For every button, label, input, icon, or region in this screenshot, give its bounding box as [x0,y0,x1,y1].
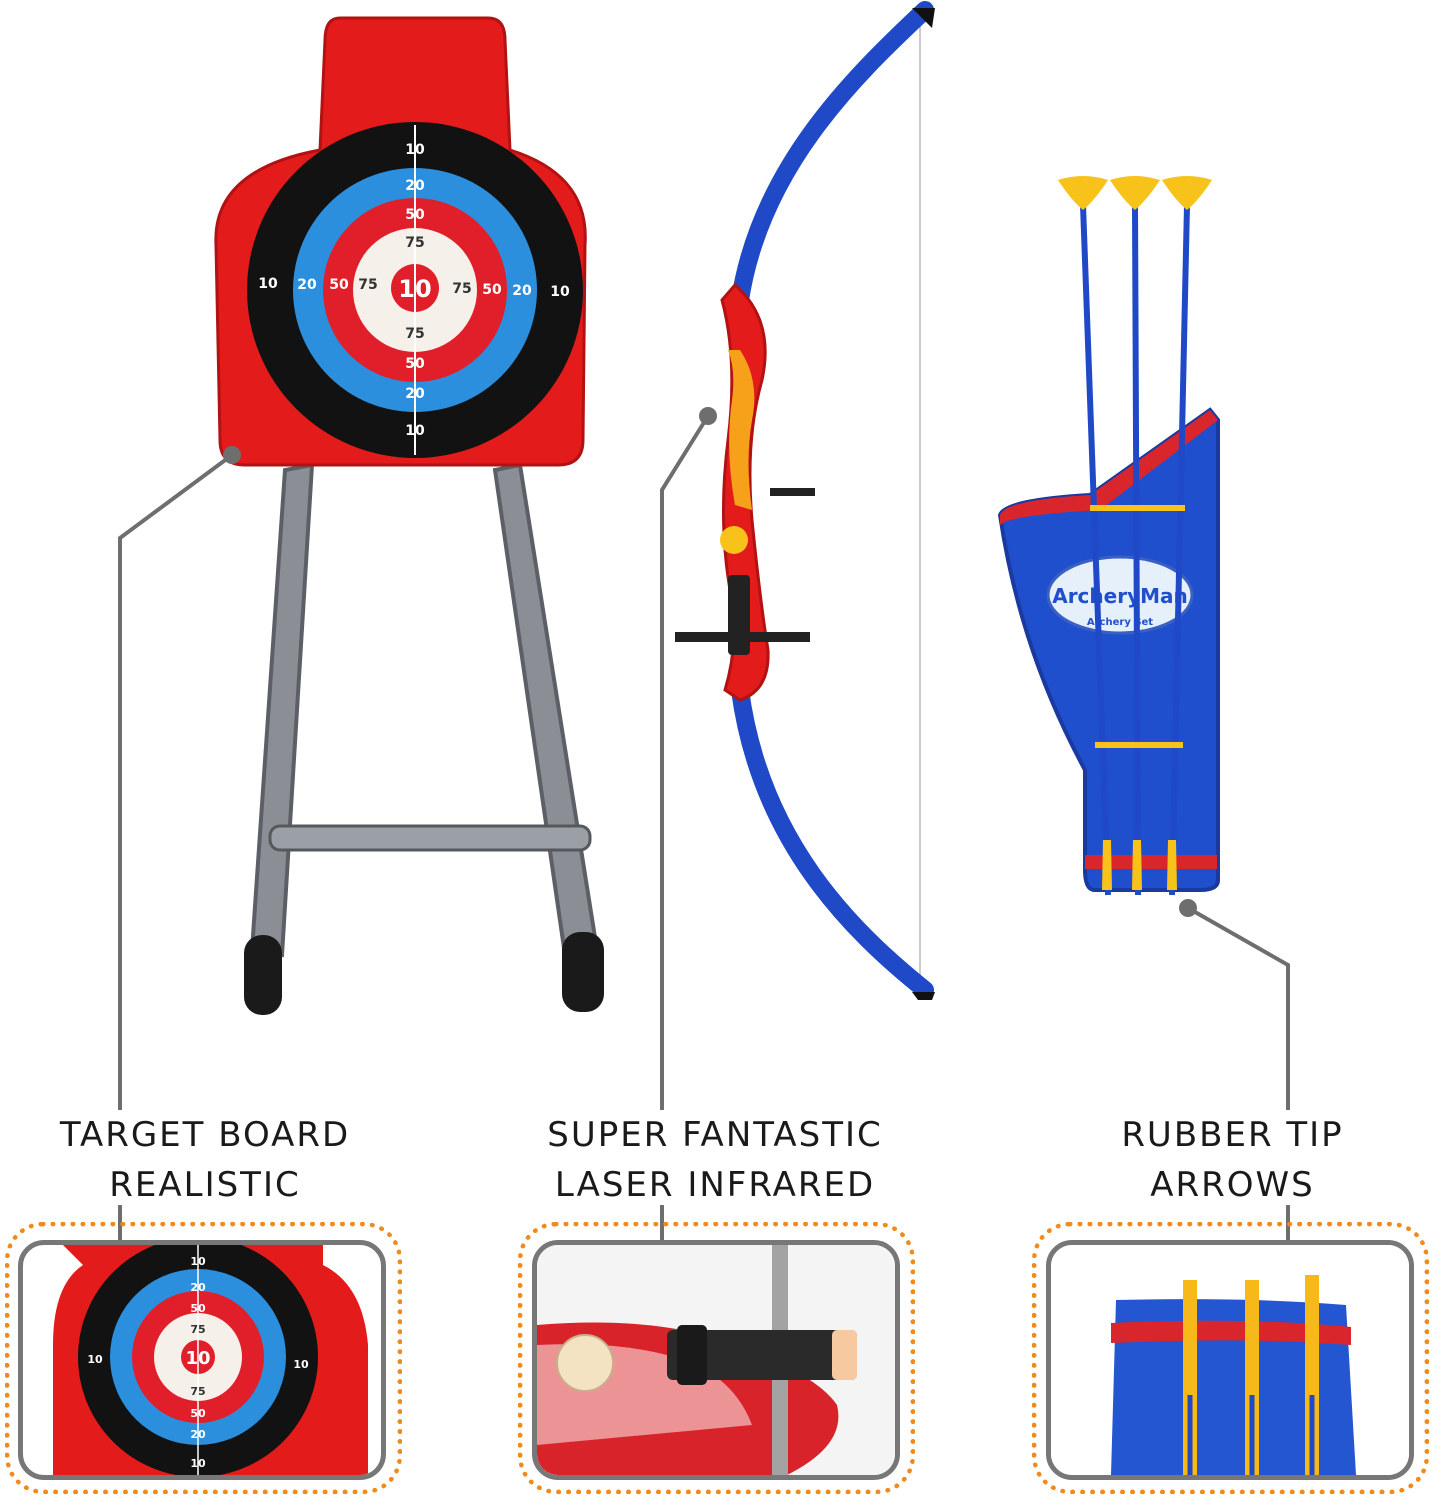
quiver-logo-title: ArcheryMan [1052,584,1188,608]
arrows-closeup-icon [1051,1245,1409,1475]
callout-dot [699,407,717,425]
score-label: 50 [405,356,425,372]
bow-icon [675,1,935,1000]
score-label: 10 [405,423,425,439]
arrow-icon [1162,176,1212,896]
callout-dot [223,446,241,464]
score-center: 10 [398,275,431,303]
target-stand-right-leg [492,462,600,958]
feature-caption-line: TARGET BOARD [59,1115,351,1155]
bow-laser-module [728,575,750,655]
score-label: 50 [190,1302,206,1315]
feature-caption-line: SUPER FANTASTIC [547,1115,883,1155]
score-label: 20 [512,283,532,299]
callout-lines [118,414,1290,1110]
score-label: 20 [190,1428,206,1441]
feature-caption-line: ARROWS [1150,1165,1315,1205]
score-label: 50 [190,1407,206,1420]
bow-knob [720,526,748,554]
bow-sight [770,488,815,496]
feature-caption-line: REALISTIC [109,1165,301,1205]
feature-caption-line: LASER INFRARED [554,1165,876,1205]
target-stand-crossbar [268,824,592,852]
quiver-logo-badge [1046,555,1194,635]
score-label: 50 [482,282,502,298]
score-label: 10 [190,1457,206,1470]
score-label: 10 [258,276,278,292]
target-stand-left-leg [249,462,315,958]
bow-lower-limb [731,681,934,999]
score-label: 50 [329,277,349,293]
callout-dot [1179,899,1197,917]
detail-frame-bow [518,1222,915,1494]
score-label: 75 [190,1323,205,1336]
score-label: 10 [405,142,425,158]
target-closeup-icon: 10 10 10 10 20 20 50 50 75 75 10 [53,1245,368,1475]
score-label: 75 [452,281,471,297]
product-illustration: 10 10 10 10 20 20 20 20 50 50 50 50 75 7… [118,1,1290,1110]
feature-caption-line: RUBBER TIP [1121,1115,1344,1155]
score-label: 50 [405,207,425,223]
target-stand-foot-left [244,935,282,1015]
target-board-icon: 10 10 10 10 20 20 20 20 50 50 50 50 75 7… [214,16,604,1015]
score-label: 10 [550,284,570,300]
target-stand-foot-right [562,932,604,1012]
score-label: 10 [87,1353,103,1366]
score-label: 20 [405,178,425,194]
laser-closeup-icon [537,1245,895,1475]
feature-caption-bow: SUPER FANTASTIC LASER INFRARED [510,1110,920,1210]
detail-view-target: 10 10 10 10 20 20 50 50 75 75 10 [18,1240,386,1480]
bow-upper-limb [731,1,934,309]
score-label: 75 [358,277,377,293]
quiver-icon: ArcheryMan Archery Set [997,176,1220,896]
score-label: 75 [190,1385,205,1398]
detail-frame-arrows [1032,1222,1429,1494]
score-label: 75 [405,235,424,251]
bow-grip [728,350,755,510]
score-label: 10 [190,1255,206,1268]
score-label: 10 [293,1358,309,1371]
quiver-logo-subtitle: Archery Set [1087,617,1153,628]
score-label: 20 [190,1281,206,1294]
arrow-icon [1058,176,1112,896]
score-center: 10 [185,1348,210,1369]
score-label: 20 [405,386,425,402]
score-label: 20 [297,277,317,293]
score-label: 75 [405,326,424,342]
feature-caption-arrows: RUBBER TIP ARROWS [1050,1110,1415,1210]
detail-view-arrows [1046,1240,1414,1480]
feature-caption-target: TARGET BOARD REALISTIC [20,1110,390,1210]
detail-frame-target [5,1222,402,1494]
detail-view-bow [532,1240,900,1480]
arrow-icon [1110,176,1160,896]
